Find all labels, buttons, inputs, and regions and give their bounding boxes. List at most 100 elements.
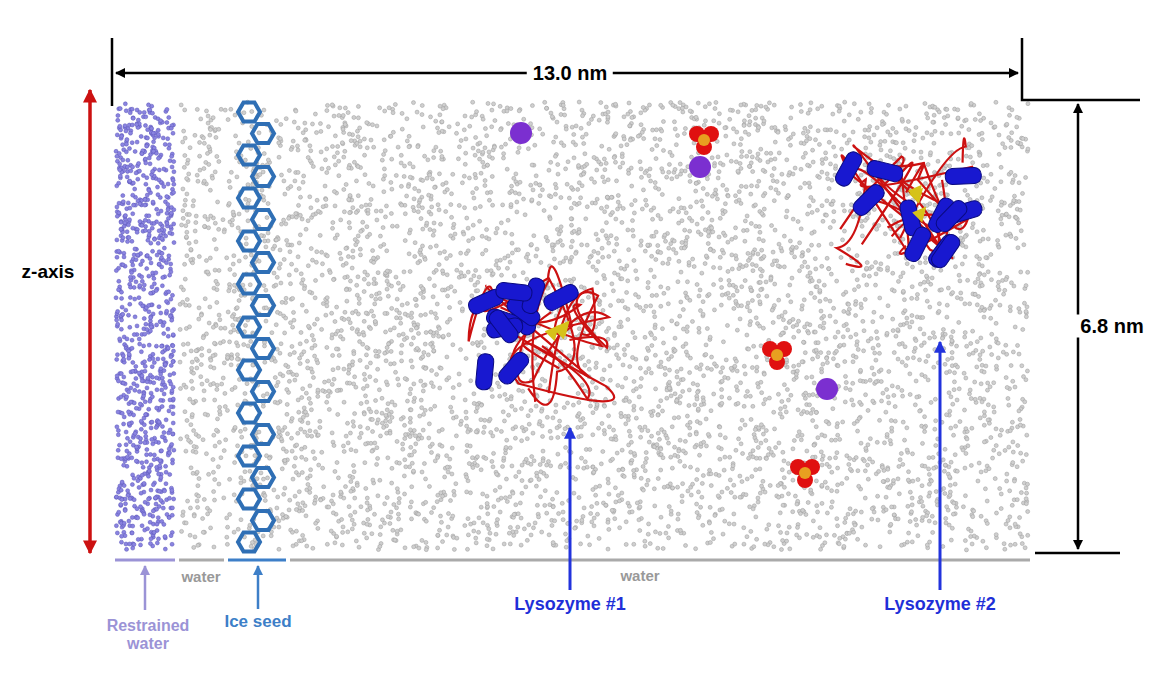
water-molecule <box>667 170 671 174</box>
water-molecule <box>261 394 265 398</box>
water-molecule <box>675 370 679 374</box>
water-molecule <box>223 405 227 409</box>
water-molecule <box>397 517 401 521</box>
water-molecule <box>413 187 417 191</box>
water-molecule <box>988 345 992 349</box>
water-molecule <box>455 131 459 135</box>
water-molecule <box>772 103 776 107</box>
water-molecule <box>661 120 665 124</box>
water-molecule <box>774 446 778 450</box>
water-molecule <box>428 245 432 249</box>
water-molecule <box>926 280 930 284</box>
water-molecule <box>306 219 310 223</box>
water-molecule <box>871 346 875 350</box>
water-molecule <box>860 234 864 238</box>
water-molecule <box>886 304 890 308</box>
water-molecule <box>816 129 820 133</box>
water-molecule <box>476 149 480 153</box>
water-molecule <box>833 438 837 442</box>
water-molecule <box>630 203 634 207</box>
water-molecule <box>408 162 412 166</box>
water-molecule <box>495 259 499 263</box>
water-molecule <box>493 488 497 492</box>
water-molecule <box>300 217 304 221</box>
water-molecule <box>555 120 559 124</box>
water-molecule <box>884 410 888 414</box>
water-molecule <box>886 478 890 482</box>
water-molecule <box>789 116 793 120</box>
water-molecule <box>985 180 989 184</box>
water-molecule <box>836 466 840 470</box>
water-molecule <box>211 382 215 386</box>
water-molecule <box>632 258 636 262</box>
water-molecule <box>955 344 959 348</box>
water-molecule <box>771 179 775 183</box>
water-molecule <box>875 440 879 444</box>
water-molecule <box>219 107 223 111</box>
water-molecule <box>248 283 252 287</box>
water-molecule <box>723 202 727 206</box>
water-molecule <box>407 134 411 138</box>
water-molecule <box>285 432 289 436</box>
water-molecule <box>855 278 859 282</box>
water-molecule <box>560 501 564 505</box>
water-molecule <box>607 241 611 245</box>
water-molecule <box>393 102 397 106</box>
water-molecule <box>927 456 931 460</box>
water-molecule <box>471 191 475 195</box>
water-molecule <box>694 547 698 551</box>
water-molecule <box>555 227 559 231</box>
water-molecule <box>590 392 594 396</box>
water-molecule <box>335 534 339 538</box>
water-molecule <box>542 209 546 213</box>
water-molecule <box>718 255 722 259</box>
water-molecule <box>403 437 407 441</box>
water-molecule <box>620 299 624 303</box>
water-molecule <box>963 255 967 259</box>
water-molecule <box>459 263 463 267</box>
water-molecule <box>565 401 569 405</box>
water-molecule <box>809 195 813 199</box>
water-molecule <box>673 336 677 340</box>
water-molecule <box>735 289 739 293</box>
water-molecule <box>681 308 685 312</box>
water-molecule <box>583 422 587 426</box>
water-molecule <box>1008 515 1012 519</box>
water-molecule <box>218 318 222 322</box>
water-molecule <box>702 374 706 378</box>
water-molecule <box>436 456 440 460</box>
water-molecule <box>365 536 369 540</box>
water-molecule <box>688 433 692 437</box>
water-molecule <box>337 159 341 163</box>
water-molecule <box>471 236 475 240</box>
water-molecule <box>1021 459 1025 463</box>
water-molecule <box>379 525 383 529</box>
water-molecule <box>408 428 412 432</box>
water-molecule <box>559 225 563 229</box>
water-molecule <box>602 368 606 372</box>
water-molecule <box>975 365 979 369</box>
water-molecule <box>333 163 337 167</box>
water-molecule <box>798 269 802 273</box>
water-molecule <box>572 491 576 495</box>
water-molecule <box>342 210 346 214</box>
water-molecule <box>504 477 508 481</box>
water-molecule <box>743 423 747 427</box>
water-molecule <box>648 542 652 546</box>
water-molecule <box>409 359 413 363</box>
water-molecule <box>409 328 413 332</box>
water-molecule <box>847 247 851 251</box>
water-molecule <box>964 376 968 380</box>
water-molecule <box>306 434 310 438</box>
water-molecule <box>923 182 927 186</box>
water-molecule <box>588 543 592 547</box>
water-molecule <box>369 197 373 201</box>
water-molecule <box>600 229 604 233</box>
water-molecule <box>751 404 755 408</box>
water-molecule <box>243 470 247 474</box>
water-molecule <box>749 184 753 188</box>
water-molecule <box>813 138 817 142</box>
water-molecule <box>980 131 984 135</box>
water-molecule <box>914 125 918 129</box>
water-molecule <box>195 499 199 503</box>
